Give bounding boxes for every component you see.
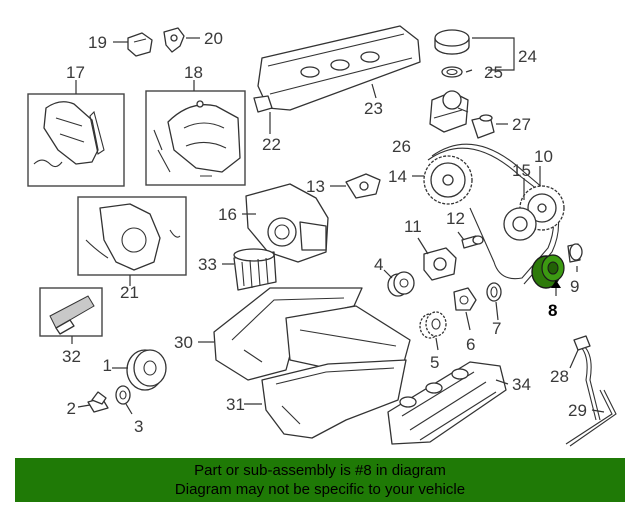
part-18-timing-cover: [153, 100, 241, 177]
callout-33: 33: [198, 255, 217, 274]
part-19-bracket: [127, 32, 153, 57]
callout-25: 25: [484, 63, 503, 82]
part-6-seal: [453, 287, 477, 311]
part-12-bolt: [461, 235, 484, 249]
callout-2: 2: [67, 399, 76, 418]
callout-1: 1: [103, 356, 112, 375]
part-27-fitting: [471, 114, 495, 139]
part-29-dipstick: [565, 389, 617, 447]
callout-31: 31: [226, 395, 245, 414]
callout-11: 11: [404, 217, 422, 236]
callout-29: 29: [568, 401, 587, 420]
leader-lines: [71, 37, 605, 415]
part-26-engine-mount: [429, 90, 469, 133]
part-11-tensioner: [423, 247, 457, 281]
notice-line-disclaimer: Diagram may not be specific to your vehi…: [174, 481, 466, 498]
callout-6: 6: [466, 335, 475, 354]
part-24-oil-cap: [434, 29, 470, 55]
callout-24: 24: [518, 47, 537, 66]
part-34-intake-manifold: [387, 361, 507, 445]
callout-15: 15: [512, 161, 531, 180]
part-1-crank-pulley: [126, 349, 167, 391]
part-14-cam-sprocket: [423, 155, 473, 205]
part-21-frame: [77, 196, 187, 276]
part-16-oil-pump: [245, 183, 329, 263]
part-8-arrow: [551, 280, 561, 296]
callout-17: 17: [66, 63, 85, 82]
callout-19: 19: [88, 33, 107, 52]
callout-8: 8: [548, 301, 557, 320]
callout-14: 14: [388, 167, 407, 186]
callout-3: 3: [134, 417, 143, 436]
callout-18: 18: [184, 63, 203, 82]
callout-32: 32: [62, 347, 81, 366]
callout-23: 23: [364, 99, 383, 118]
callout-4: 4: [374, 255, 383, 274]
callout-26: 26: [392, 137, 411, 156]
part-31-oil-pan-lower: [261, 359, 407, 439]
callout-13: 13: [306, 177, 325, 196]
part-4-idler-pulley: [387, 271, 415, 297]
part-7-ring: [486, 282, 502, 302]
part-21-timing-cover-lower: [85, 203, 181, 271]
callout-21: 21: [120, 283, 139, 302]
part-15-idler: [503, 207, 537, 241]
part-32-sealant-tube: [49, 295, 95, 335]
callout-34: 34: [512, 375, 531, 394]
part-13-sensor: [345, 173, 381, 199]
part-32-frame: [39, 287, 103, 337]
callout-12: 12: [446, 209, 465, 228]
exploded-engine-diagram: 1 2 3 4 5 6 7 8 9 10 11 12 13 14 15 16 1…: [27, 25, 617, 447]
callout-10: 10: [534, 147, 553, 166]
callout-22: 22: [262, 135, 281, 154]
part-25-gasket: [441, 66, 463, 78]
callout-28: 28: [550, 367, 569, 386]
part-10-cam-pulley: [519, 185, 565, 231]
part-33-oil-filter: [233, 248, 277, 291]
part-17-timing-cover-upper: [33, 101, 105, 168]
part-9-bushing: [567, 243, 583, 263]
part-8-highlighted-pulley: [531, 254, 565, 289]
notice-line-part: Part or sub-assembly is #8 in diagram: [194, 462, 446, 479]
part-30-oil-pan-upper: [213, 287, 411, 381]
part-20-sensor: [163, 27, 185, 53]
fitment-notice-banner: Part or sub-assembly is #8 in diagram Di…: [15, 458, 625, 502]
part-28-dipstick-tube: [573, 335, 601, 421]
callout-30: 30: [174, 333, 193, 352]
part-3-washer: [115, 385, 131, 405]
callout-labels: 1 2 3 4 5 6 7 8 9 10 11 12 13 14 15 16 1…: [62, 29, 587, 436]
part-23-valve-cover: [253, 25, 421, 113]
callout-7: 7: [492, 319, 501, 338]
callout-5: 5: [430, 353, 439, 372]
callout-20: 20: [204, 29, 223, 48]
part-18-frame: [145, 90, 246, 186]
part-2-bolt: [87, 391, 109, 413]
part-5-crank-sprocket: [419, 311, 447, 339]
callout-9: 9: [570, 277, 579, 296]
callout-27: 27: [512, 115, 531, 134]
callout-16: 16: [218, 205, 237, 224]
